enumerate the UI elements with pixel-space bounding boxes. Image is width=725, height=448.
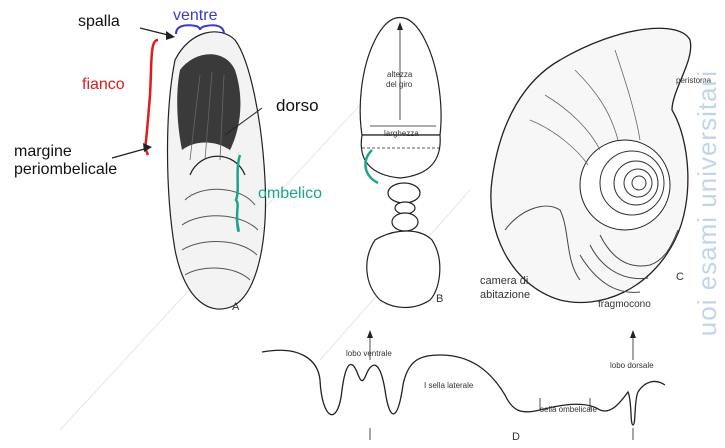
shell-cross-section-b	[360, 18, 441, 308]
label-sella-laterale: I sella laterale	[424, 382, 473, 390]
shell-side-view-a	[168, 32, 266, 309]
figure-letter-a: A	[232, 302, 239, 313]
label-fragmocono: fragmocono	[598, 300, 651, 310]
label-ventre: ventre	[173, 8, 217, 24]
label-del-giro: del giro	[386, 81, 412, 89]
label-fianco: fianco	[82, 77, 125, 93]
label-lobo-ventrale: lobo ventrale	[346, 350, 392, 358]
figure-letter-b: B	[436, 294, 443, 305]
label-ombelico: ombelico	[258, 186, 322, 202]
label-periombelicale: periombelicale	[14, 162, 117, 178]
label-sella-ombelicale: sella ombelicale	[540, 406, 597, 414]
watermark-text: uoi esami universitari	[692, 70, 723, 336]
label-abitazione: abitazione	[480, 290, 530, 301]
label-margine: margine	[14, 144, 72, 160]
label-altezza: altezza	[387, 71, 412, 79]
figure-letter-d: D	[512, 432, 520, 443]
label-larghezza: larghezza	[384, 130, 419, 138]
ammonite-spiral-c	[491, 28, 691, 302]
label-lobo-dorsale: lobo dorsale	[610, 362, 654, 370]
label-camera-di: camera di	[480, 276, 528, 287]
label-dorso: dorso	[276, 97, 319, 114]
figure-letter-c: C	[676, 272, 684, 283]
label-spalla: spalla	[78, 14, 120, 30]
